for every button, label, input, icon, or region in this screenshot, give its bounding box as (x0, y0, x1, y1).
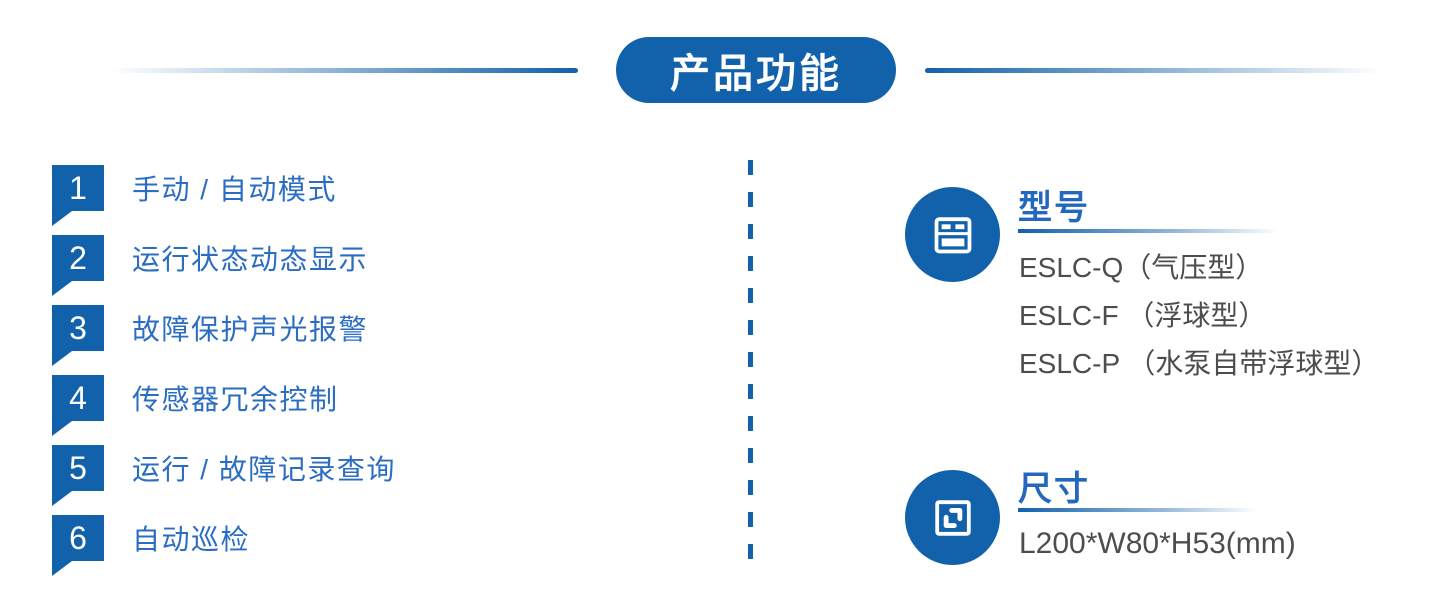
size-heading-underline (1018, 508, 1258, 512)
model-section-icon-circle (905, 187, 1000, 282)
page-title: 产品功能 (670, 52, 842, 96)
feature-item: 4 传感器冗余控制 (52, 375, 396, 436)
header-rule-left (110, 68, 578, 73)
feature-number-badge: 6 (52, 515, 104, 576)
model-form-icon (920, 202, 986, 268)
feature-label: 故障保护声光报警 (132, 314, 369, 345)
page-title-pill: 产品功能 (616, 37, 896, 103)
feature-item: 5 运行 / 故障记录查询 (52, 445, 396, 506)
feature-label: 传感器冗余控制 (132, 384, 339, 415)
feature-number-badge: 1 (52, 165, 104, 226)
feature-item: 2 运行状态动态显示 (52, 235, 396, 296)
feature-label: 运行状态动态显示 (132, 244, 369, 275)
size-section-heading: 尺寸 (1018, 470, 1090, 508)
model-item: ESLC-P （水泵自带浮球型） (1019, 348, 1380, 379)
dimensions-icon (920, 485, 986, 551)
feature-number-badge: 3 (52, 305, 104, 366)
model-item: ESLC-F （浮球型） (1019, 300, 1267, 331)
model-item: ESLC-Q（气压型） (1019, 252, 1264, 283)
feature-number-badge: 2 (52, 235, 104, 296)
feature-label: 自动巡检 (132, 524, 251, 555)
feature-label: 手动 / 自动模式 (132, 174, 337, 205)
vertical-dashed-divider (748, 160, 753, 576)
feature-list: 1 手动 / 自动模式 2 运行状态动态显示 3 故障保护声光报警 4 传感器冗… (52, 165, 396, 585)
feature-label: 运行 / 故障记录查询 (132, 454, 396, 485)
feature-item: 3 故障保护声光报警 (52, 305, 396, 366)
feature-item: 1 手动 / 自动模式 (52, 165, 396, 226)
feature-number-badge: 5 (52, 445, 104, 506)
feature-item: 6 自动巡检 (52, 515, 396, 576)
size-section-icon-circle (905, 470, 1000, 565)
feature-number-badge: 4 (52, 375, 104, 436)
model-heading-underline (1018, 229, 1280, 233)
size-value: L200*W80*H53(mm) (1019, 527, 1296, 560)
model-list: ESLC-Q（气压型） ESLC-F （浮球型） ESLC-P （水泵自带浮球型… (1019, 251, 1379, 395)
header-rule-right (925, 68, 1383, 73)
model-section-heading: 型号 (1018, 189, 1090, 227)
